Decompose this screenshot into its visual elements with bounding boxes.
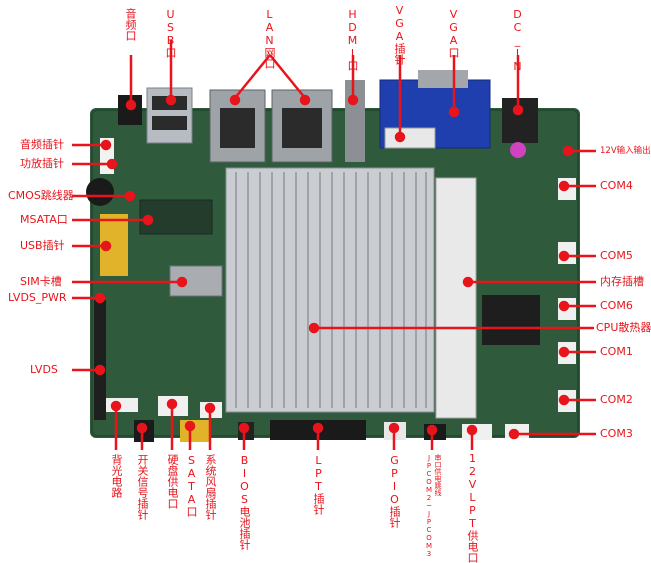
label-com5: COM5 xyxy=(600,249,633,262)
label-vga-header: VGA插针 xyxy=(393,4,406,65)
label-audio-port: 音频口 xyxy=(124,8,137,41)
pointer-lines xyxy=(72,40,596,450)
label-vga-port: VGA口 xyxy=(447,8,460,58)
hdmi-port-block xyxy=(345,80,365,162)
label-gpio-header: GPIO插针 xyxy=(388,454,401,528)
label-msata-port: MSATA口 xyxy=(20,213,68,226)
label-lvds-pwr: LVDS_PWR xyxy=(8,291,67,304)
label-lpt-header: LPT插针 xyxy=(312,454,325,515)
usb-port-slot-2 xyxy=(152,116,187,130)
vga-header-block xyxy=(384,127,436,149)
lvds-header xyxy=(94,300,106,420)
label-audio-header: 音频插针 xyxy=(20,138,64,151)
dc-in-jack xyxy=(502,98,538,143)
label-com1: COM1 xyxy=(600,345,633,358)
backlight-connector xyxy=(106,398,138,412)
label-12v-io: 12V输入输出 xyxy=(600,146,651,156)
lan-port-2-slot xyxy=(282,108,322,148)
label-lvds: LVDS xyxy=(30,363,58,376)
label-cpu-heatsink: CPU散热器 xyxy=(596,321,651,334)
label-lpt-12v: 12VLPT供电口 xyxy=(466,452,479,563)
sata-connector xyxy=(180,420,210,442)
label-mem-slot: 内存插槽 xyxy=(600,275,644,288)
label-cmos-jumper: CMOS跳线器 xyxy=(8,189,74,202)
motherboard-diagram xyxy=(72,40,596,450)
label-sim-slot: SIM卡槽 xyxy=(20,275,62,288)
memory-slot xyxy=(435,177,477,419)
cpu-heatsink-body xyxy=(225,167,435,413)
label-com-jumper-sub: 串口供电跳线 xyxy=(434,454,442,496)
label-com3: COM3 xyxy=(600,427,633,440)
label-backlight: 背光电路 xyxy=(110,454,123,498)
label-switch-header: 开关信号插针 xyxy=(136,454,149,520)
label-com-jumper: JPCOM2~JPCOM3 xyxy=(425,454,433,558)
label-dc-in: DC_IN xyxy=(511,8,524,73)
label-usb-header: USB插针 xyxy=(20,239,65,252)
label-com6: COM6 xyxy=(600,299,633,312)
chip xyxy=(482,295,540,345)
label-usb-port: USB口 xyxy=(164,8,177,58)
vga-port-shell xyxy=(418,70,468,88)
label-fan-header: 系统风扇插针 xyxy=(204,454,217,520)
label-lan-port: LAN网口 xyxy=(263,8,276,69)
heatsink-fins xyxy=(235,172,427,408)
label-hdmi-port: HDMI口 xyxy=(346,8,359,71)
lpt-12v-connector xyxy=(462,424,492,440)
lan-port-1-slot xyxy=(220,108,255,148)
label-bios-battery: BIOS电池插针 xyxy=(238,454,251,550)
label-sata-port: SATA口 xyxy=(185,454,198,517)
capacitor xyxy=(510,142,526,158)
label-com2: COM2 xyxy=(600,393,633,406)
label-hdd-power: 硬盘供电口 xyxy=(166,454,179,509)
label-com4: COM4 xyxy=(600,179,633,192)
cmos-battery xyxy=(86,178,114,206)
label-amp-header: 功放插针 xyxy=(20,157,64,170)
